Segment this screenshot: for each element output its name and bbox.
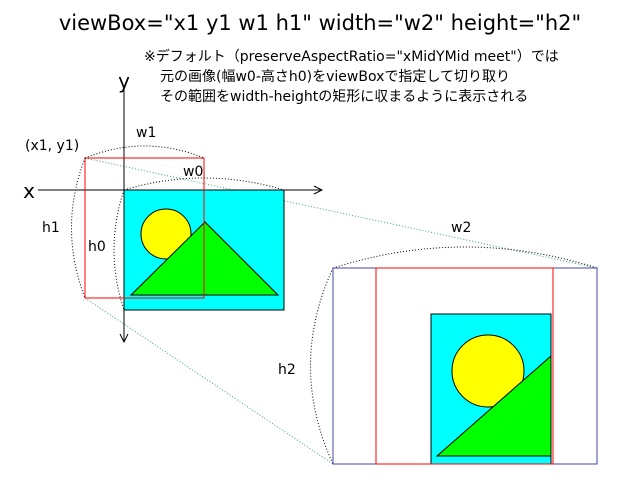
h2-arc bbox=[310, 267, 334, 465]
output-viewbox-rect bbox=[375, 267, 554, 465]
guide-line-top bbox=[84, 157, 598, 269]
w0-arc bbox=[123, 177, 285, 191]
source-sun bbox=[140, 208, 192, 260]
x-axis-label: x bbox=[23, 179, 35, 203]
output-mountain bbox=[435, 354, 552, 457]
origin-label: (x1, y1) bbox=[25, 138, 79, 154]
w0-label: w0 bbox=[183, 164, 203, 180]
w2-label: w2 bbox=[451, 220, 471, 236]
h1-arc bbox=[71, 157, 86, 299]
note-line-2: 元の画像(幅w0-高さh0)をviewBoxで指定して切り取り bbox=[160, 68, 510, 85]
h2-label: h2 bbox=[278, 362, 296, 378]
h1-label: h1 bbox=[42, 220, 60, 236]
x-axis-arrow bbox=[313, 185, 324, 195]
guide-line-bottom bbox=[84, 297, 334, 465]
output-view bbox=[332, 267, 598, 465]
y-axis-label: y bbox=[118, 69, 130, 93]
w1-label: w1 bbox=[136, 125, 156, 141]
viewbox-rect bbox=[84, 157, 205, 299]
w1-arc bbox=[84, 145, 205, 159]
h0-label: h0 bbox=[88, 239, 106, 255]
note-line-1: ※デフォルト（preserveAspectRatio="xMidYMid mee… bbox=[144, 48, 559, 65]
h0-arc bbox=[113, 189, 125, 311]
note-line-3: その範囲をwidth-heightの矩形に収まるように表示される bbox=[160, 88, 528, 105]
diagram-title: viewBox="x1 y1 w1 h1" width="w2" height=… bbox=[59, 11, 581, 35]
w2-arc bbox=[332, 246, 598, 269]
y-axis-arrow bbox=[119, 333, 129, 344]
output-sun bbox=[451, 334, 525, 408]
